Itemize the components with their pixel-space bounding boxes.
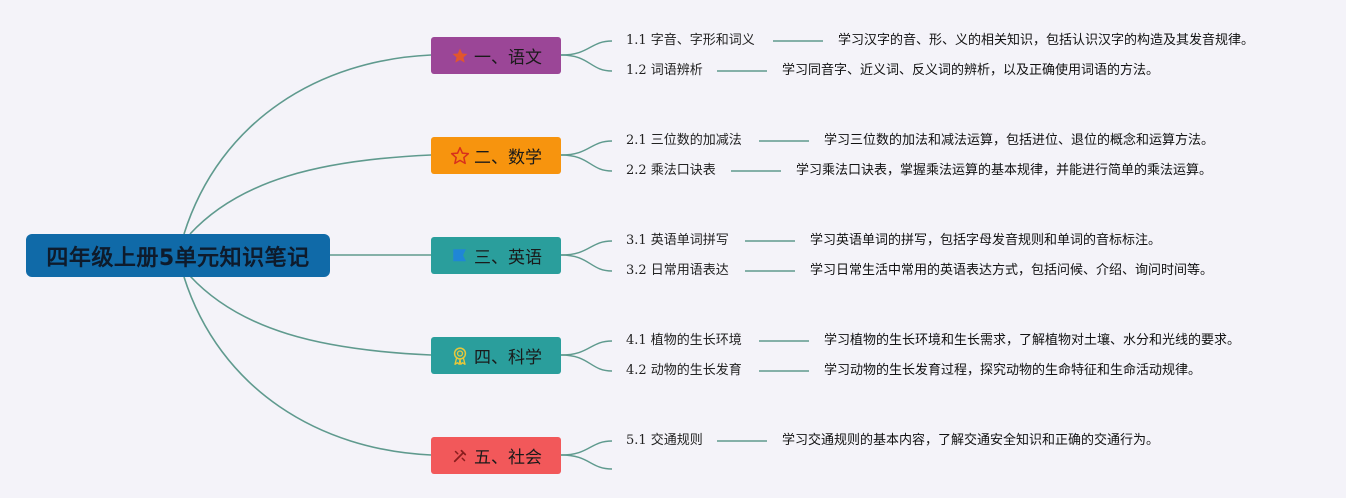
connector-root-branch-5 bbox=[183, 276, 432, 456]
branch-node-english[interactable]: 三、英语 bbox=[431, 237, 561, 274]
connector-root-branch-2 bbox=[189, 154, 432, 235]
connector-b4-item-1 bbox=[560, 340, 613, 356]
connector-b3-item-2 bbox=[560, 254, 613, 272]
topic-4-2-label[interactable]: 4.2 动物的生长发育 bbox=[626, 363, 742, 378]
topic-4-1-description: 学习植物的生长环境和生长需求，了解植物对土壤、水分和光线的要求。 bbox=[824, 333, 1241, 348]
connector-b5-item-2 bbox=[560, 454, 613, 470]
connector-b2-item-1 bbox=[560, 140, 613, 156]
star-outline-icon bbox=[450, 146, 470, 166]
branch-label: 一、语文 bbox=[474, 48, 542, 68]
connector-b1-item-2 bbox=[560, 54, 613, 72]
branch-node-chinese[interactable]: 一、语文 bbox=[431, 37, 561, 74]
branch-label: 四、科学 bbox=[474, 348, 542, 368]
topic-2-2-description: 学习乘法口诀表，掌握乘法运算的基本规律，并能进行简单的乘法运算。 bbox=[796, 163, 1213, 178]
branch-node-math[interactable]: 二、数学 bbox=[431, 137, 561, 174]
connector-b1-item-1 bbox=[560, 40, 613, 56]
branch-label: 三、英语 bbox=[474, 248, 542, 268]
topic-3-2-label[interactable]: 3.2 日常用语表达 bbox=[626, 263, 729, 278]
star-filled-icon bbox=[450, 46, 470, 66]
topic-3-1-description: 学习英语单词的拼写，包括字母发音规则和单词的音标标注。 bbox=[810, 233, 1162, 248]
connector-b2-item-2 bbox=[560, 154, 613, 172]
topic-4-1-label[interactable]: 4.1 植物的生长环境 bbox=[626, 333, 742, 348]
branch-node-science[interactable]: 四、科学 bbox=[431, 337, 561, 374]
topic-2-2-label[interactable]: 2.2 乘法口诀表 bbox=[626, 163, 716, 178]
topic-5-1-description: 学习交通规则的基本内容，了解交通安全知识和正确的交通行为。 bbox=[782, 433, 1160, 448]
topic-3-1-label[interactable]: 3.1 英语单词拼写 bbox=[626, 233, 729, 248]
topic-1-2-label[interactable]: 1.2 词语辨析 bbox=[626, 63, 703, 78]
topic-2-1-description: 学习三位数的加法和减法运算，包括进位、退位的概念和运算方法。 bbox=[824, 133, 1215, 148]
tools-icon bbox=[450, 446, 470, 466]
connector-b4-item-2 bbox=[560, 354, 613, 372]
connector-root-branch-1 bbox=[183, 54, 432, 235]
connector-b3-item-1 bbox=[560, 240, 613, 256]
topic-1-2-description: 学习同音字、近义词、反义词的辨析，以及正确使用词语的方法。 bbox=[782, 63, 1160, 78]
branch-node-society[interactable]: 五、社会 bbox=[431, 437, 561, 474]
topic-4-2-description: 学习动物的生长发育过程，探究动物的生命特征和生命活动规律。 bbox=[824, 363, 1202, 378]
award-ribbon-icon bbox=[450, 346, 470, 366]
topic-2-1-label[interactable]: 2.1 三位数的加减法 bbox=[626, 133, 742, 148]
topic-5-1-label[interactable]: 5.1 交通规则 bbox=[626, 433, 703, 448]
branch-label: 二、数学 bbox=[474, 148, 542, 168]
topic-1-1-description: 学习汉字的音、形、义的相关知识，包括认识汉字的构造及其发音规律。 bbox=[838, 33, 1255, 48]
flag-icon bbox=[450, 246, 470, 266]
topic-1-1-label[interactable]: 1.1 字音、字形和词义 bbox=[626, 33, 755, 48]
root-node[interactable]: 四年级上册5单元知识笔记 bbox=[26, 234, 330, 277]
root-title: 四年级上册5单元知识笔记 bbox=[46, 245, 310, 271]
connector-root-branch-4 bbox=[189, 275, 432, 356]
topic-3-2-description: 学习日常生活中常用的英语表达方式，包括问候、介绍、询问时间等。 bbox=[810, 263, 1214, 278]
connector-b5-item-1 bbox=[560, 440, 613, 456]
branch-label: 五、社会 bbox=[474, 448, 542, 468]
